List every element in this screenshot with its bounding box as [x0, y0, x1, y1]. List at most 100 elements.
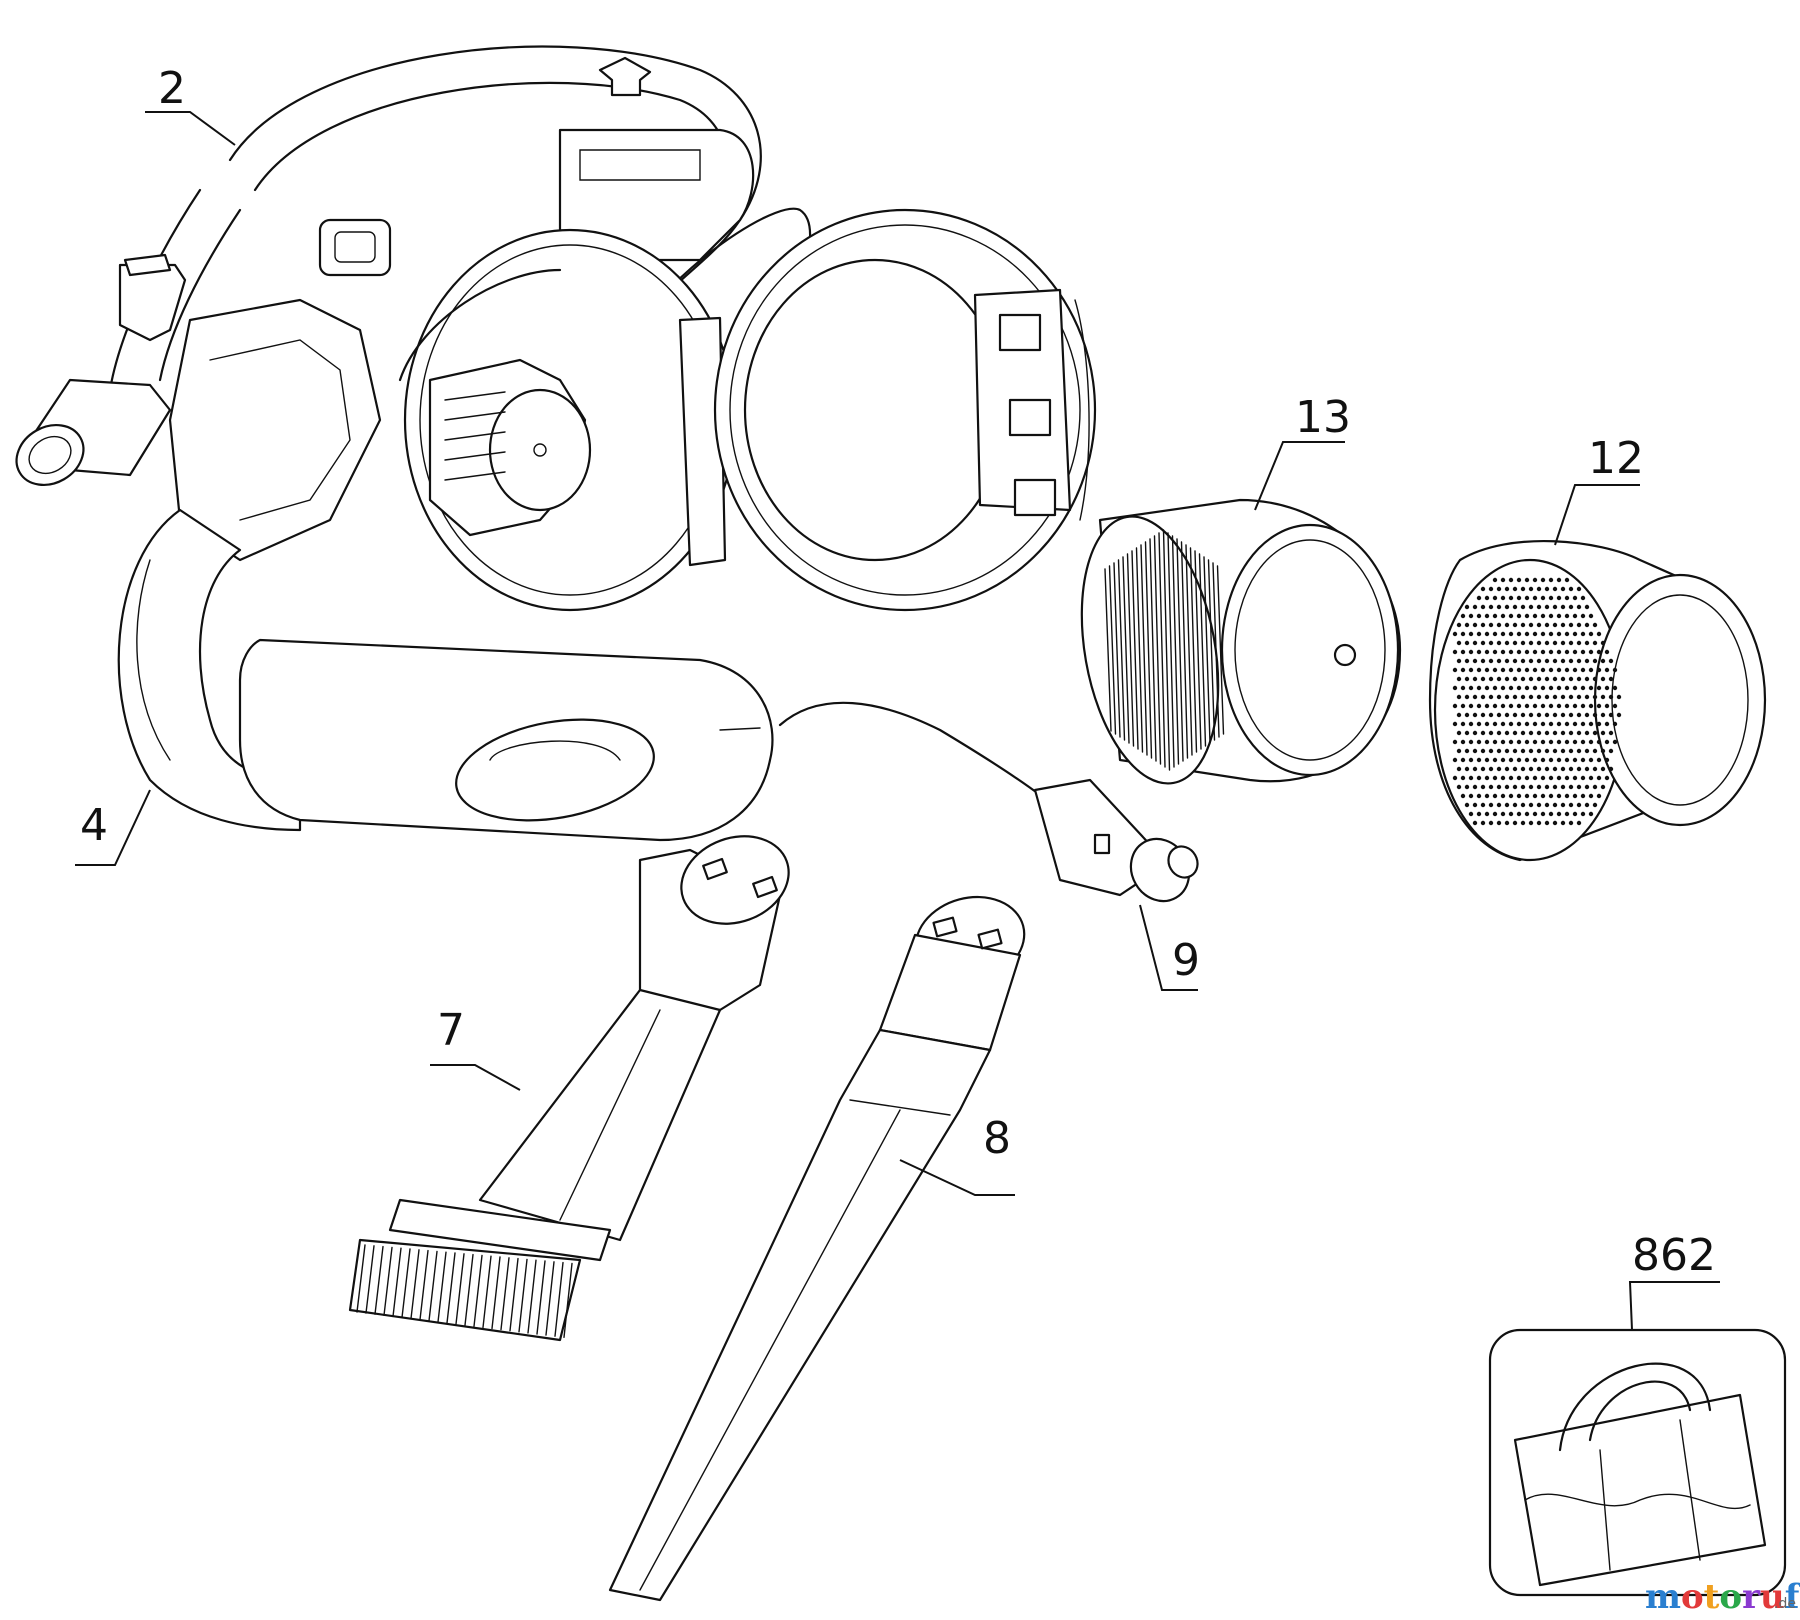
mesh-hole [1516, 703, 1522, 709]
mesh-hole [1532, 793, 1538, 799]
mesh-hole [1468, 631, 1474, 637]
mesh-hole [1548, 775, 1554, 781]
mesh-hole [1588, 631, 1594, 637]
mesh-hole [1564, 721, 1570, 727]
pleat-line [1131, 550, 1139, 750]
mesh-hole [1532, 595, 1538, 601]
mesh-hole [1456, 622, 1462, 628]
mesh-hole [1576, 658, 1582, 664]
mesh-hole [1532, 685, 1538, 691]
mesh-hole [1532, 739, 1538, 745]
bristle-line [536, 1260, 546, 1335]
mesh-hole [1544, 820, 1550, 826]
mesh-hole [1608, 658, 1614, 664]
mesh-hole [1508, 667, 1514, 673]
mesh-hole [1580, 613, 1586, 619]
mesh-hole [1588, 721, 1594, 727]
mesh-hole [1592, 712, 1598, 718]
mesh-hole [1588, 811, 1594, 817]
mesh-hole [1540, 649, 1546, 655]
mesh-hole [1480, 748, 1486, 754]
mesh-hole [1548, 721, 1554, 727]
bristle-line [446, 1252, 456, 1324]
mesh-hole [1496, 640, 1502, 646]
mesh-hole [1524, 811, 1530, 817]
bristle-line [392, 1247, 402, 1318]
mesh-hole [1460, 685, 1466, 691]
mesh-hole [1576, 694, 1582, 700]
bristle-line [455, 1253, 465, 1325]
mesh-hole [1512, 730, 1518, 736]
mesh-hole [1476, 793, 1482, 799]
mesh-hole [1472, 802, 1478, 808]
mesh-hole [1480, 586, 1486, 592]
storage-bag [1488, 1328, 1787, 1597]
mesh-hole [1516, 667, 1522, 673]
mesh-hole [1468, 685, 1474, 691]
mesh-hole [1500, 757, 1506, 763]
mesh-hole [1600, 676, 1606, 682]
callout-2: 2 [145, 63, 236, 146]
mesh-hole [1604, 703, 1610, 709]
mesh-hole [1588, 775, 1594, 781]
bristle-line [365, 1245, 375, 1314]
mesh-hole [1476, 631, 1482, 637]
mesh-hole [1560, 712, 1566, 718]
mesh-hole [1452, 667, 1458, 673]
mesh-hole [1536, 676, 1542, 682]
crevice-tool [608, 895, 1026, 1602]
mesh-hole [1592, 766, 1598, 772]
mesh-hole [1504, 694, 1510, 700]
mesh-hole [1548, 811, 1554, 817]
mesh-hole [1488, 676, 1494, 682]
mesh-hole [1532, 721, 1538, 727]
mesh-hole [1512, 604, 1518, 610]
mesh-hole [1460, 613, 1466, 619]
mesh-hole [1568, 676, 1574, 682]
callout-13: 13 [1254, 392, 1351, 511]
mesh-hole [1600, 748, 1606, 754]
pleat-line [1158, 532, 1166, 768]
mesh-hole [1580, 793, 1586, 799]
mesh-hole [1544, 712, 1550, 718]
mesh-hole [1512, 586, 1518, 592]
mesh-hole [1480, 622, 1486, 628]
mesh-hole [1512, 694, 1518, 700]
mesh-hole [1456, 658, 1462, 664]
mesh-hole [1480, 766, 1486, 772]
mesh-hole [1468, 739, 1474, 745]
watermark-logo: motoruf .de [1645, 1577, 1800, 1617]
mesh-hole [1524, 667, 1530, 673]
mesh-hole [1500, 739, 1506, 745]
pleat-line [1117, 559, 1126, 741]
mesh-hole [1580, 703, 1586, 709]
mesh-hole [1608, 676, 1614, 682]
mesh-hole [1524, 685, 1530, 691]
mesh-hole [1600, 694, 1606, 700]
mesh-hole [1476, 757, 1482, 763]
mesh-hole [1472, 604, 1478, 610]
mesh-hole [1568, 712, 1574, 718]
mesh-hole [1528, 640, 1534, 646]
mesh-hole [1464, 730, 1470, 736]
mesh-hole [1544, 694, 1550, 700]
mesh-hole [1456, 676, 1462, 682]
mesh-hole [1588, 613, 1594, 619]
mesh-hole [1544, 604, 1550, 610]
mesh-hole [1468, 703, 1474, 709]
mesh-hole [1484, 703, 1490, 709]
mesh-hole [1540, 667, 1546, 673]
mesh-hole [1476, 595, 1482, 601]
watermark-text: motoruf [1645, 1577, 1800, 1617]
mesh-hole [1472, 694, 1478, 700]
mesh-hole [1488, 640, 1494, 646]
mesh-hole [1508, 793, 1514, 799]
mesh-hole [1520, 748, 1526, 754]
bristle-line [473, 1254, 483, 1328]
mesh-hole [1552, 820, 1558, 826]
mesh-hole [1560, 748, 1566, 754]
mesh-hole [1528, 766, 1534, 772]
mesh-hole [1520, 622, 1526, 628]
mesh-hole [1480, 712, 1486, 718]
pleat-line [1207, 559, 1216, 741]
